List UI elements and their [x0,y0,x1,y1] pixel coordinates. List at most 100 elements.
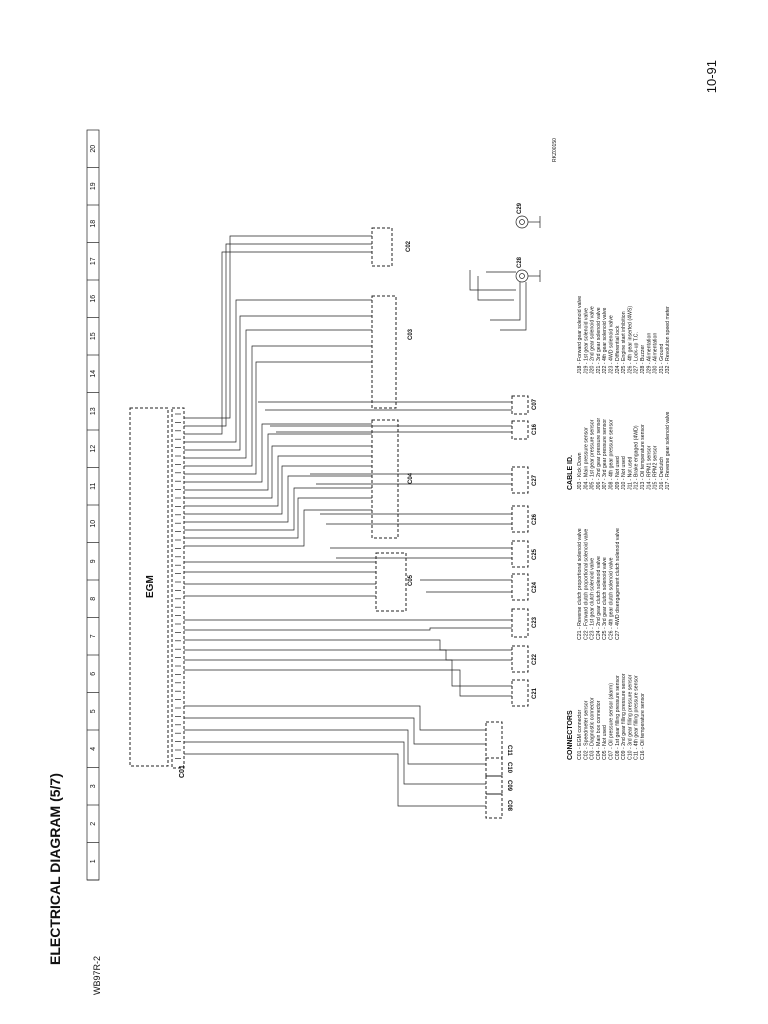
connector-legend-item: C03 - Diagnostic connector [590,697,596,760]
valve-legend-item: C24 - 2nd gear clutch solenoid valve [596,556,602,640]
grid-number: 10 [90,520,97,528]
connector-legend-item: C05 - Not used [602,725,608,760]
cable-legend-item: J22 - 4th gear solenoid valve [602,308,608,374]
c27-label: C27 [532,474,538,486]
grid-number: 4 [90,747,97,751]
cable-legend-item: J23 - 4WD solenoid valve [609,315,615,374]
valve-legend-item: C21 - Reverse clutch proportional soleno… [577,528,583,640]
c26-label: C26 [532,513,538,525]
cable-legend-item: J28 - Buzzer [640,345,646,374]
grid-number: 5 [90,709,97,713]
cable-legend-item: J04 - Main pressure sensor [583,427,589,490]
cable-legend-item: J29 - Alimentation [646,333,652,374]
cable-legend-item: J09 - Not used [615,456,621,490]
c28-symbol [515,269,529,283]
grid-number: 19 [90,182,97,190]
wiring [184,235,527,807]
cable-legend-item: J07 - 3rd gear pressure sensor [602,419,608,490]
c23-label: C23 [532,616,538,628]
cable-legend-item: J08 - 4th gear pressure sensor [609,419,615,490]
page-number: 10-91 [704,60,719,93]
connector-legend-item: C09 - 2nd gear filling pressure sensor [621,673,627,760]
c29-symbol [515,215,529,229]
cable-legend-item: J20 - 2nd gear solenoid valve [590,306,596,374]
grid-number: 16 [90,295,97,303]
grid-number: 9 [90,559,97,563]
c21-label: C21 [532,687,538,699]
cable-legend-item: J10 - Not used [621,456,627,490]
c29-label: C29 [517,202,523,214]
grid-number: 12 [90,445,97,453]
c24-label: C24 [532,581,538,593]
cable-legend-item: J06 - 2nd gear pressure sensor [596,418,602,490]
cable-legend-item: J18 - Forward gear solenoid valve [577,296,583,374]
grid-number: 20 [90,145,97,153]
c01-connector: C01 [171,407,186,778]
cable-legend-item: J21 - 3rd gear solenoid valve [596,307,602,374]
c05-box [375,552,407,612]
cable-heading: CABLE ID. [567,455,574,490]
connector-legend-item: C07 - Oil pressure sensor (alarm) [609,683,615,760]
grid-number: 18 [90,220,97,228]
c03-box [371,295,397,409]
c07-label: C07 [532,398,538,410]
c16-label: C16 [532,423,538,435]
connector-legend-item: C01 - EGM connector [577,710,583,760]
cable-legend-item: J05 - 1st gear pressure sensor [590,419,596,490]
cable-legend-item: J27 - Lock-up T.C. [634,332,640,374]
c22-label: C22 [532,653,538,665]
reference-code: RKZ00150 [552,138,558,162]
valve-legend-item: C26 - 4th gear clutch solenoid valve [609,557,615,640]
c10-label: C10 [506,762,512,774]
egm-box: EGM [129,407,169,767]
c11-label: C11 [506,745,512,756]
connector-legend-item: C04 - Main box connector [596,700,602,760]
c05-label: C05 [408,574,414,586]
c25-label: C25 [532,548,538,560]
connectors-heading: CONNECTORS [567,710,574,760]
cable-legend-item: J14 - RPM1 sensor [646,445,652,490]
grid-number: 1 [90,859,97,863]
grid-number: 11 [90,483,97,490]
cable-legend-item: J03 - Kick Down [577,452,583,490]
grid-number: 17 [90,257,97,265]
grid-number: 13 [90,407,97,415]
valve-legend-item: C22 - Forward clutch proportional soleno… [583,529,589,640]
connector-legend-item: C10 - 3rd gear filling pressure sensor [627,674,633,760]
cable-legend-item: J12 - Brake engaged (4WD) [634,425,640,490]
cable-legend-item: J11 - Not used [627,457,633,490]
grid-number: 8 [90,597,97,601]
grid-number: 14 [90,370,97,378]
cable-legend-item: J32 - Revolution speed meter [665,306,671,374]
doc-code: WB97R-2 [92,956,102,995]
page-title: ELECTRICAL DIAGRAM (5/7) [47,773,63,965]
connector-legend-item: C11 - 4th gear filling pressure sensor [634,675,640,760]
cable-legend-item: J24 - Differential lock [615,325,621,374]
grid-number: 15 [90,332,97,340]
c28-label: C28 [517,256,523,268]
cable-legend-item: J26 - 4th gear inserted (4WS) [627,306,633,374]
grid-number: 3 [90,784,97,788]
cable-legend-item: J15 - RPM2 sensor [653,445,659,490]
right-connectors: C02 C03 C04 C05 C07 C16 C27 C26 C25 C24 … [371,202,541,819]
cable-legend-item: J30 - Alimentation [653,333,659,374]
connector-legend-item: C16 - Oil temperature sensor [640,693,646,760]
valve-legend-item: C27 - 4WD disengagement clutch solenoid … [615,528,621,640]
c08-label: C08 [506,800,512,812]
c01-label: C01 [179,765,186,778]
grid-number: 7 [90,634,97,638]
c04-label: C04 [408,472,414,484]
c02-box [371,227,393,267]
cable-legend-item: J19 - 1st gear solenoid valve [583,308,589,374]
valve-legend-item: C23 - 1st gear clutch solenoid valve [590,558,596,640]
cable-legend-item: J31 - Ground [659,344,665,374]
cable-legend-item: J16 - Declutch [659,457,665,490]
valves-legend: C21 - Reverse clutch proportional soleno… [577,528,621,640]
grid-number: 6 [90,672,97,676]
connector-legend-item: C08 - 1st gear filling pressure sensor [615,675,621,760]
c09-label: C09 [506,780,512,792]
cable-legend-item: J25 - Engine start inhibition [621,311,627,374]
